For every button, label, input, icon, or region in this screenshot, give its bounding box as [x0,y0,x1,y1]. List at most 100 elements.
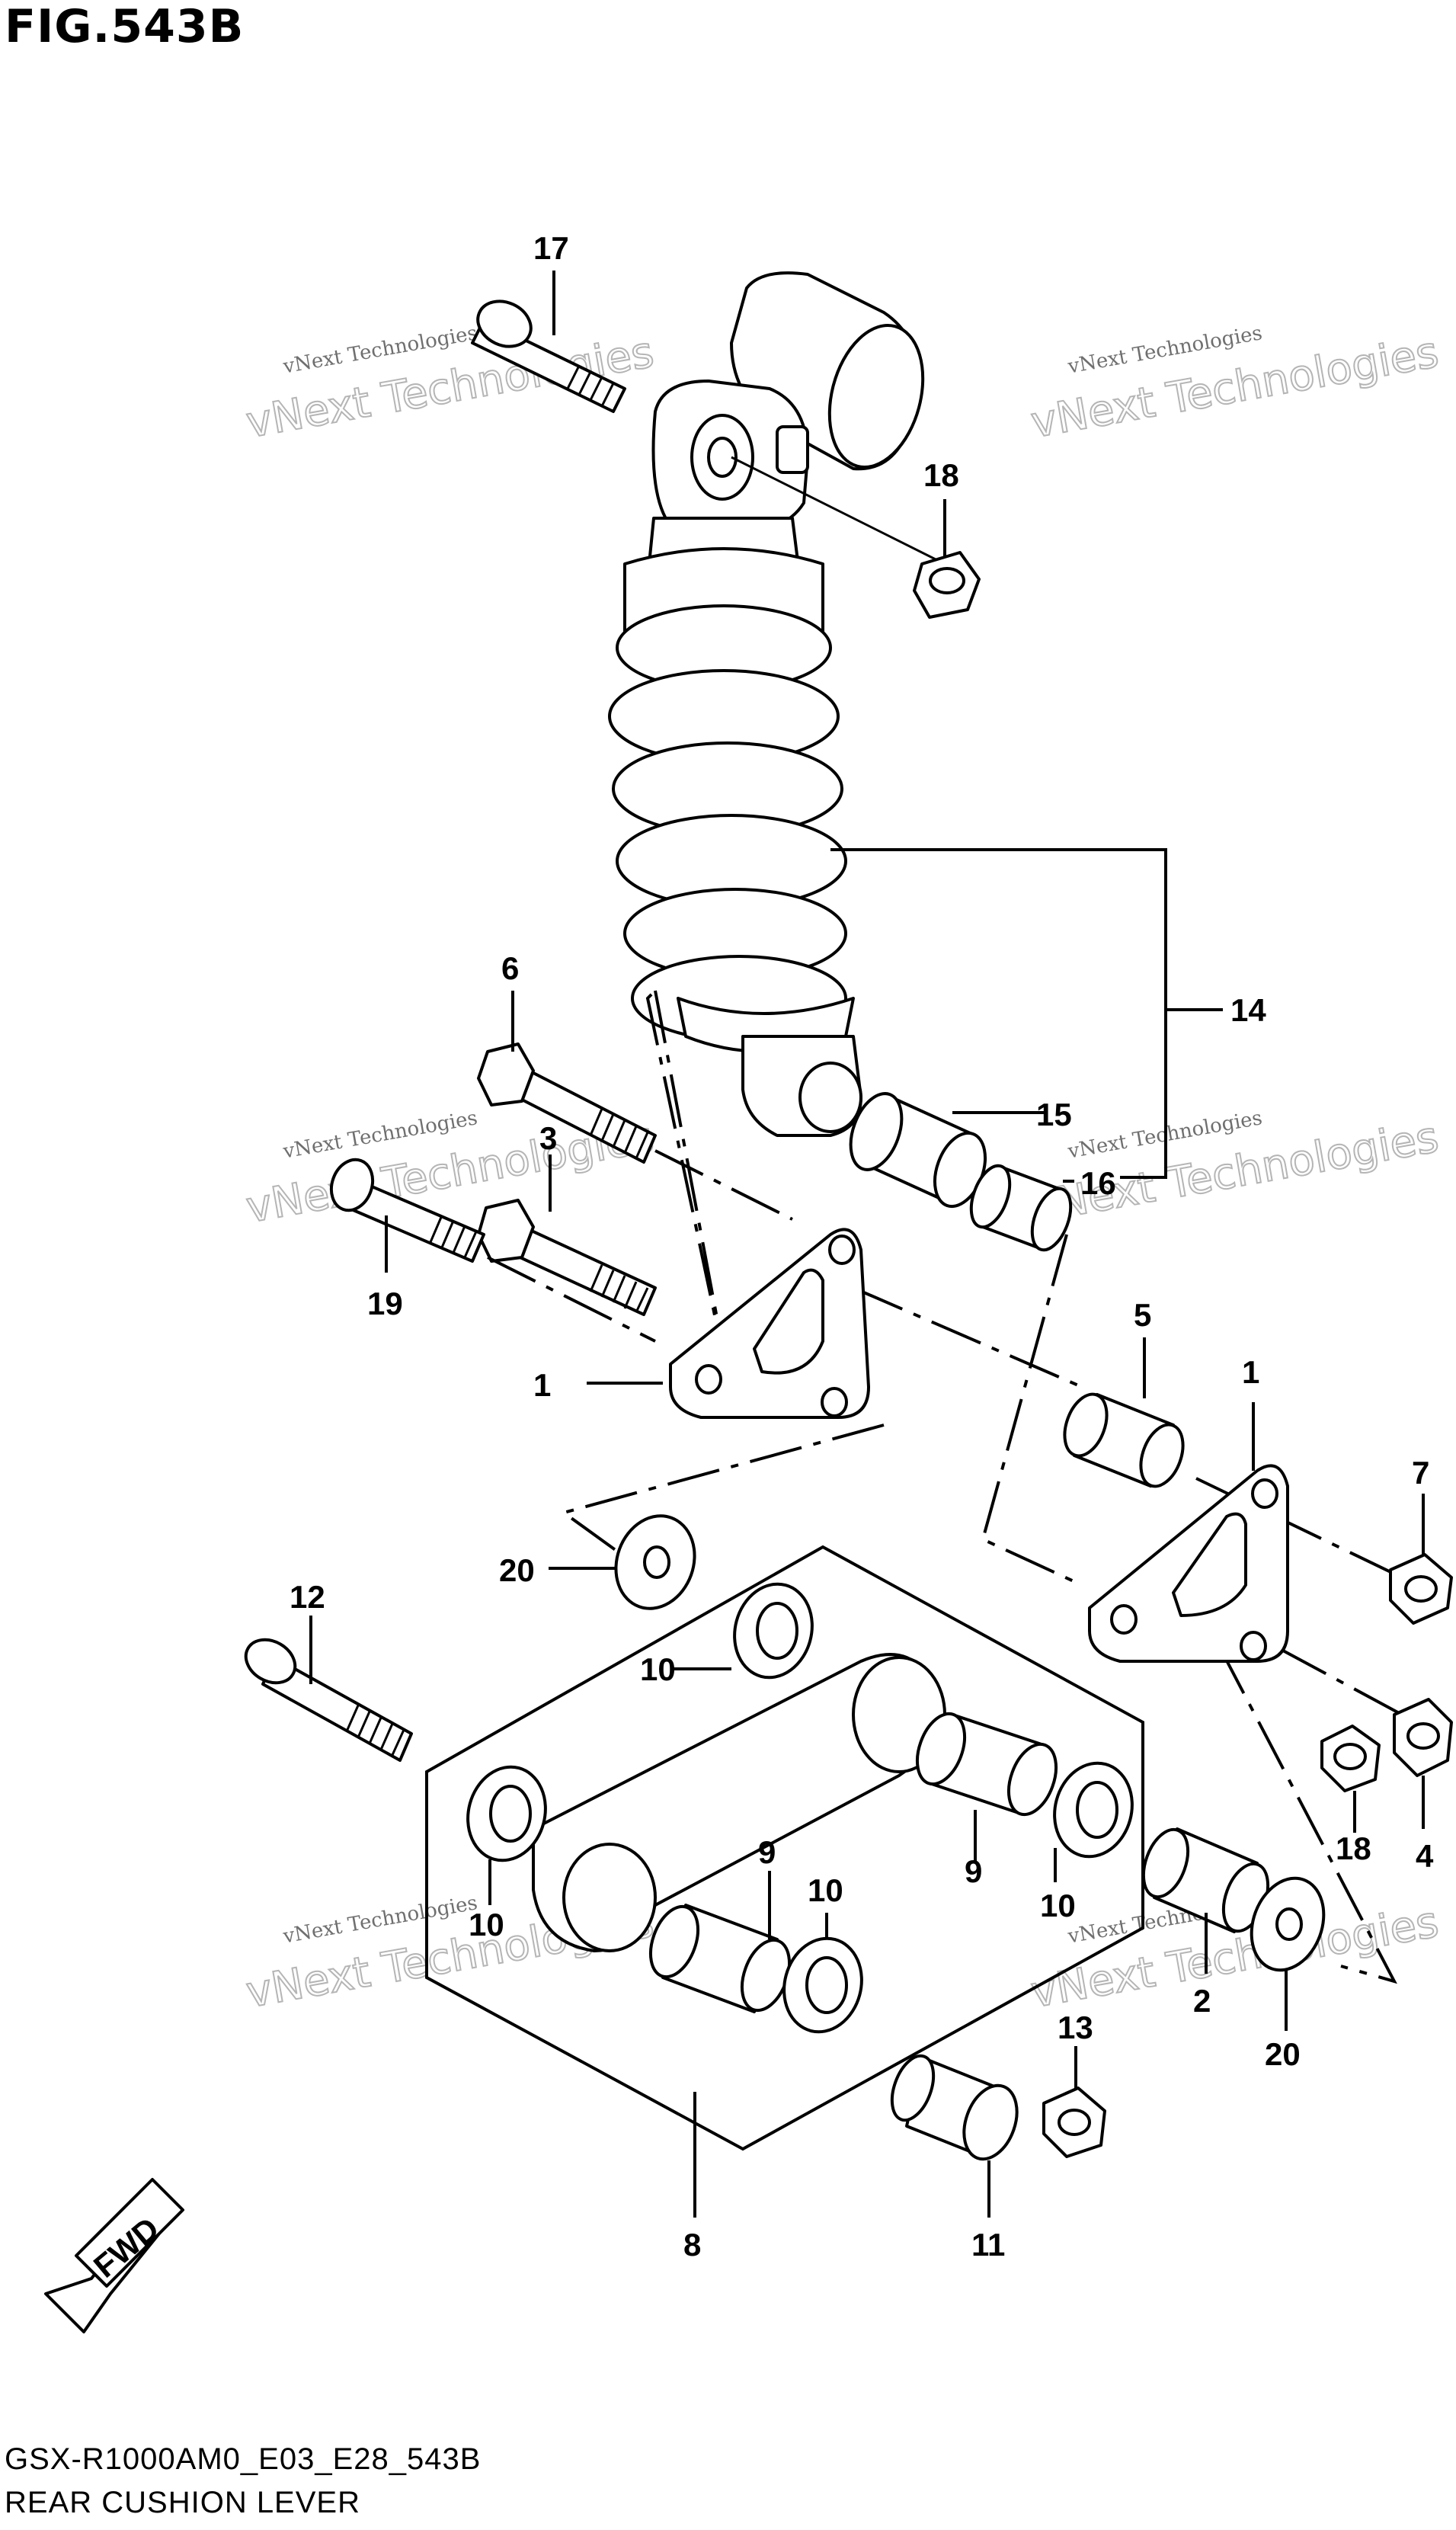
bearing-9-lower [648,1904,792,2013]
assembly-axis-lines [487,987,1403,1984]
spacer-16 [969,1164,1073,1252]
cushion-rod-cutout [1172,1512,1247,1617]
spacer-end [890,2054,936,2122]
watermark: vNext Technologies vNext Technologies [242,1106,658,1234]
figure-code: GSX-R1000AM0_E03_E28_543B [5,2442,482,2476]
bolt-thread [566,365,615,407]
callout-label: 5 [1134,1297,1151,1333]
callout-labels: 1 1 2 3 4 5 6 7 8 9 9 10 10 10 10 11 12 … [290,230,1434,2263]
figure-title: FIG.543B [5,0,245,53]
nut-hole [1058,2109,1091,2136]
bearing-end [648,1904,700,1979]
callout-label: 10 [469,1907,504,1942]
reservoir-end-cap [827,324,925,469]
spacer-end [969,1164,1012,1229]
bearing-10-left [466,1765,547,1862]
spacer-end [1030,1187,1073,1252]
shock-upper-nut [776,425,809,474]
axis-line [645,987,733,1395]
axis-line [853,1286,1083,1388]
washer-20-right [1250,1876,1326,1972]
bolt-head [477,1042,535,1106]
bushing-15 [849,1092,987,1209]
bearing-10-lower [782,1936,863,2034]
callout-label: 10 [640,1651,676,1687]
callout-label: 15 [1036,1097,1072,1132]
rear-shock-absorber [608,271,925,1137]
callout-label: 4 [1416,1838,1434,1874]
nut-hole [1333,1743,1367,1770]
callout-label: 13 [1058,2010,1093,2045]
spacer-end [1063,1392,1109,1458]
forward-direction-arrow[interactable]: FWD [44,2178,184,2333]
callout-label: 19 [367,1286,403,1321]
nut-hole [1406,1722,1440,1750]
figure-name: REAR CUSHION LEVER [5,2486,360,2519]
bolt-6 [477,1042,657,1164]
callout-label: 18 [923,457,959,493]
nut-7 [1389,1553,1453,1625]
watermark: vNext Technologies vNext Technologies [1027,1106,1443,1234]
bolt-head [476,299,533,348]
bolt-head [329,1158,375,1212]
axis-line [487,1256,656,1343]
callout-label: 20 [499,1552,535,1588]
bushing-end [849,1092,904,1171]
bolt-3 [477,1199,657,1316]
bolt-17 [471,299,626,413]
callout-label: 8 [683,2227,701,2263]
cushion-rod-hole [695,1364,722,1395]
spacer-end [1139,1423,1185,1488]
cushion-rod-hole [1251,1478,1278,1509]
nut-18-upper [913,551,981,619]
callout-label: 6 [501,950,519,986]
bearing-inner [805,1956,848,2014]
bearing-end [915,1712,967,1786]
cushion-rod-hole [828,1235,856,1265]
bearing-inner [1076,1781,1118,1839]
lower-mount-eye [798,1062,862,1133]
callout-label: 10 [808,1872,843,1908]
bolt-thread [589,1108,649,1159]
lever-boss [562,1843,657,1952]
washer-20-left [614,1514,696,1610]
washer-hole [1275,1907,1303,1941]
nut-hole [929,567,965,594]
watermark: vNext Technologies vNext Technologies [1027,322,1443,449]
callout-label: 18 [1336,1830,1371,1866]
callout-label: 9 [758,1834,776,1870]
callout-label: 14 [1230,992,1266,1028]
nut-13 [1042,2086,1106,2158]
cushion-rod-1-right [1088,1464,1289,1663]
callout-label: 20 [1265,2036,1301,2072]
axis-line [981,1234,1083,1587]
bearing-10-right [1053,1761,1134,1859]
watermark: vNext Technologies vNext Technologies [242,322,658,449]
cushion-rod-1-left [669,1228,870,1419]
cushion-rod-hole [1110,1604,1138,1635]
bolt-12 [244,1638,413,1762]
spacer-end [1141,1827,1190,1899]
bolt-19 [329,1158,485,1263]
bolt-head [244,1638,297,1685]
callout-bracket-8 [425,1545,1144,2151]
axis-line [654,1149,793,1221]
bearing-end [1006,1742,1058,1817]
callout-label: 9 [965,1853,982,1889]
bolt-thread [589,1264,649,1313]
nut-18-lower [1320,1725,1381,1792]
spacer-5 [1063,1392,1185,1488]
callout-label: 7 [1412,1455,1429,1491]
bearing-inner [756,1602,798,1660]
bearing-inner [489,1785,532,1843]
coil-spring [608,604,847,1042]
cushion-lever [532,1653,946,1952]
cushion-rod-cutout [753,1268,824,1375]
callout-label: 2 [1193,1983,1211,2019]
callout-label: 12 [290,1579,325,1615]
callout-label: 10 [1040,1888,1076,1923]
cushion-rod-hole [1240,1631,1267,1661]
axis-line [1218,1645,1397,1984]
cushion-rod-hole [821,1387,848,1417]
